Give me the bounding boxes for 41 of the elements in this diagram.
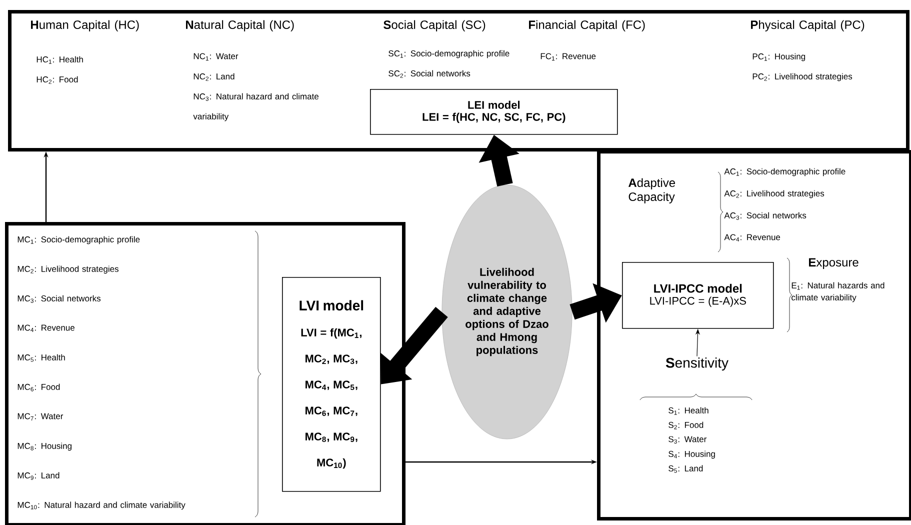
heading: Sensitivity bbox=[666, 357, 728, 371]
heading: Physical Capital (PC) bbox=[751, 20, 864, 32]
list-item: PC$_{1}$: Housing bbox=[752, 53, 806, 62]
list-item: HC$_{1}$: Health bbox=[36, 56, 83, 64]
list-item: MC$_{7}$: Water bbox=[18, 413, 64, 420]
list-item: HC$_{2}$: Food bbox=[36, 76, 78, 84]
list-item: E$_{1}$: Natural hazards and climate variability bbox=[792, 282, 884, 302]
list-item: PC$_{2}$: Livelihood strategies bbox=[752, 73, 852, 82]
list-item: AC$_{1}$: Socio-demographic profile bbox=[724, 168, 846, 176]
list-item: AC$_{2}$: Livelihood strategies bbox=[724, 190, 824, 198]
heading: Exposure bbox=[809, 258, 858, 269]
list-item: MC$_{2}$: Livelihood strategies bbox=[18, 266, 118, 274]
list-item: S$_{5}$: Land bbox=[668, 465, 703, 473]
heading: Adaptive Capacity bbox=[628, 178, 676, 204]
list-item: S$_{3}$: Water bbox=[668, 436, 706, 444]
list-item: MC$_{1}$: Socio-demographic profile bbox=[18, 236, 140, 244]
list-item: S$_{1}$: Health bbox=[668, 407, 708, 415]
list-item: AC$_{3}$: Social networks bbox=[724, 212, 806, 220]
list-item: SC$_{1}$: Socio-demographic profile bbox=[388, 50, 510, 58]
model-box: LVI model LVI = f(MC$_{1}$, MC$_{2}$, MC$_{3}$, MC$_{4}$, MC$_{5}$, MC$_{6}$, MC$_{7}$, MC$_{8}$, MC$_{9}$, MC$_{10}$) bbox=[282, 277, 381, 492]
list-item: SC$_{2}$: Social networks bbox=[388, 70, 470, 78]
list-item: MC$_{6}$: Food bbox=[18, 384, 60, 392]
list-item: S$_{2}$: Food bbox=[668, 422, 704, 430]
list-item: MC$_{3}$: Social networks bbox=[18, 295, 101, 303]
list-item: S$_{4}$: Housing bbox=[668, 450, 715, 459]
list-item: NC$_{3}$: Natural hazard and climate variability bbox=[193, 93, 318, 122]
list-item: AC$_{4}$: Revenue bbox=[724, 234, 780, 242]
list-item: MC$_{9}$: Land bbox=[18, 472, 60, 480]
list-item: NC$_{1}$: Water bbox=[194, 53, 238, 60]
model-box: LVI-IPCC model LVI-IPCC = (E-A)xS bbox=[622, 262, 774, 329]
heading: Social Capital (SC) bbox=[384, 20, 486, 32]
model-box: LEI model LEI = f(HC, NC, SC, FC, PC) bbox=[370, 89, 618, 135]
list-item: MC$_{4}$: Revenue bbox=[18, 324, 74, 332]
list-item: MC$_{10}$: Natural hazard and climate variability bbox=[18, 502, 186, 510]
heading: Financial Capital (FC) bbox=[529, 20, 645, 32]
list-item: FC$_{1}$: Revenue bbox=[540, 53, 596, 60]
heading: Natural Capital (NC) bbox=[186, 20, 294, 32]
list-item: MC$_{8}$: Housing bbox=[18, 442, 72, 451]
list-item: MC$_{5}$: Health bbox=[18, 354, 65, 362]
list-item: NC$_{2}$: Land bbox=[194, 73, 234, 81]
heading: Human Capital (HC) bbox=[31, 20, 139, 32]
